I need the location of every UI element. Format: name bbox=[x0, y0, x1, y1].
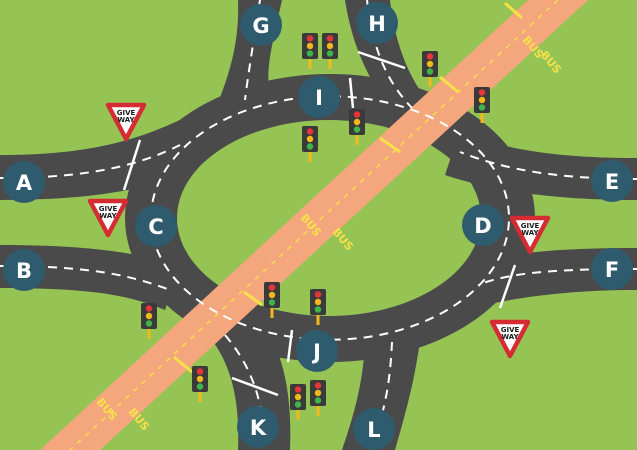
give-way-text: GIVE bbox=[99, 205, 118, 213]
node-label: E bbox=[605, 170, 619, 194]
roundabout-ring bbox=[124, 73, 535, 363]
node-G: G bbox=[240, 4, 282, 46]
node-E: E bbox=[591, 160, 633, 202]
node-D: D bbox=[462, 204, 504, 246]
node-label: C bbox=[148, 215, 163, 239]
give-way-text: GIVE bbox=[501, 326, 520, 334]
node-A: A bbox=[3, 161, 45, 203]
node-H: H bbox=[356, 2, 398, 44]
node-label: H bbox=[368, 12, 386, 36]
give-way-sign: GIVE WAY bbox=[489, 319, 531, 359]
node-K: K bbox=[237, 406, 279, 448]
node-label: B bbox=[16, 259, 32, 283]
stop-lines bbox=[122, 50, 517, 397]
give-way-sign: GIVE WAY bbox=[509, 215, 551, 255]
give-way-text: GIVE bbox=[521, 222, 540, 230]
node-label: G bbox=[252, 14, 269, 38]
road-E bbox=[445, 130, 637, 200]
node-F: F bbox=[591, 248, 633, 290]
give-way-sign: GIVE WAY bbox=[87, 198, 129, 238]
give-way-text: WAY bbox=[99, 212, 117, 220]
node-L: L bbox=[353, 408, 395, 450]
node-J: J bbox=[296, 330, 338, 372]
node-label: J bbox=[311, 340, 321, 364]
node-label: D bbox=[474, 214, 491, 238]
give-way-signs: GIVE WAY GIVE WAY GIVE WAY GIVE WAY bbox=[87, 102, 551, 359]
node-C: C bbox=[135, 205, 177, 247]
road-B bbox=[0, 245, 180, 310]
node-label: F bbox=[605, 258, 619, 282]
node-I: I bbox=[298, 76, 340, 118]
node-markers: A B C D E F G H I J K L bbox=[3, 2, 633, 450]
node-label: K bbox=[250, 416, 267, 440]
node-label: L bbox=[367, 418, 380, 442]
road-A bbox=[0, 115, 205, 200]
node-B: B bbox=[3, 249, 45, 291]
node-label: A bbox=[16, 171, 33, 195]
give-way-text: GIVE bbox=[117, 109, 136, 117]
give-way-text: WAY bbox=[521, 229, 539, 237]
give-way-text: WAY bbox=[117, 116, 135, 124]
node-label: I bbox=[315, 86, 323, 110]
give-way-text: WAY bbox=[501, 333, 519, 341]
give-way-sign: GIVE WAY bbox=[105, 102, 147, 142]
